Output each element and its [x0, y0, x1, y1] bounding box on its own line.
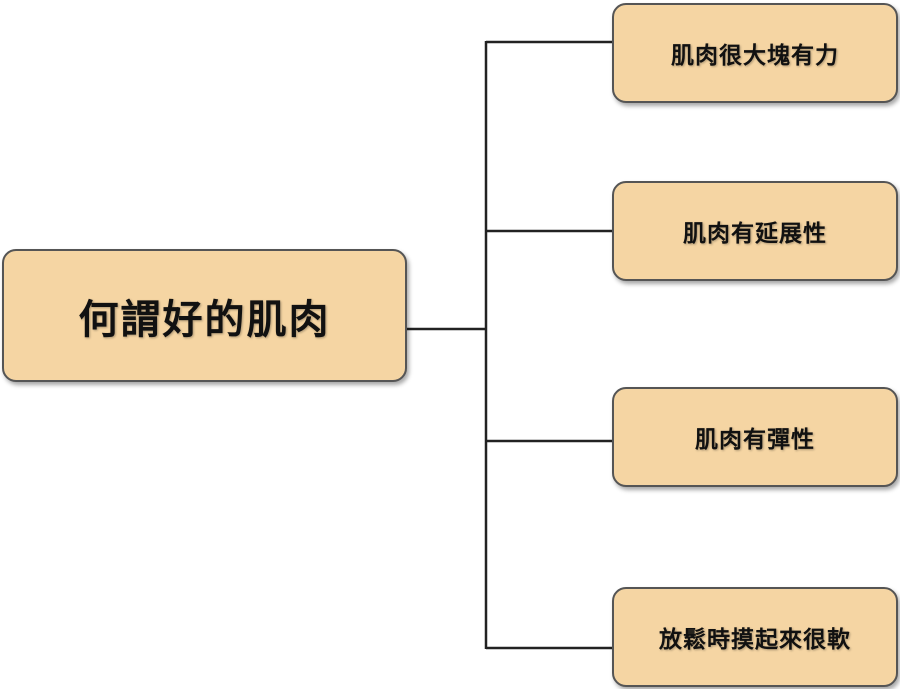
child-node-2: 肌肉有延展性: [612, 181, 898, 281]
child-node-3: 肌肉有彈性: [612, 387, 898, 487]
child-node-1: 肌肉很大塊有力: [612, 3, 898, 103]
child-node-4: 放鬆時摸起來很軟: [612, 587, 898, 687]
root-node: 何謂好的肌肉: [2, 249, 407, 382]
